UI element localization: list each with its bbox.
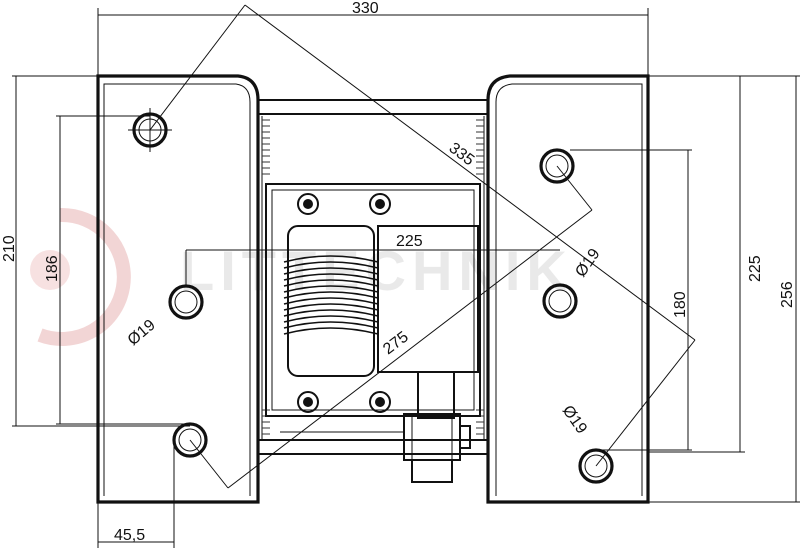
dim-right-height-outer: 256: [779, 281, 796, 308]
dim-hole-dia-left: Ø19: [125, 317, 159, 350]
hole-right-top: [539, 148, 575, 184]
bolt-top-left: [297, 193, 319, 215]
dim-diagonal-outer: 335: [446, 140, 478, 170]
dim-overall-width: 330: [352, 0, 379, 17]
bolt-bottom-left: [297, 391, 319, 413]
dim-diagonal-inner: 275: [380, 328, 412, 358]
bolt-bottom-right: [369, 391, 391, 413]
dim-hole-offset: 45,5: [114, 527, 145, 544]
dim-center-width: 225: [396, 233, 423, 250]
dim-left-height: 210: [1, 235, 18, 262]
dim-right-height-inner: 225: [747, 255, 764, 282]
hole-right-middle: [542, 283, 578, 319]
valve-body: [417, 371, 455, 419]
hole-left-middle: [168, 284, 204, 320]
watermark-text: LITTECHNIK: [180, 239, 573, 302]
dim-left-hole-spacing: 186: [44, 255, 61, 282]
dimension-lines: [12, 4, 800, 548]
dim-hole-dia-right-bottom: Ø19: [559, 403, 590, 438]
spring-coil: [283, 255, 379, 335]
spring-housing: [287, 225, 375, 377]
center-housing: [257, 99, 489, 483]
dim-hole-dia-right-top: Ø19: [572, 246, 603, 281]
dim-right-hole-spacing: 180: [672, 291, 689, 318]
bolt-top-right: [369, 193, 391, 215]
